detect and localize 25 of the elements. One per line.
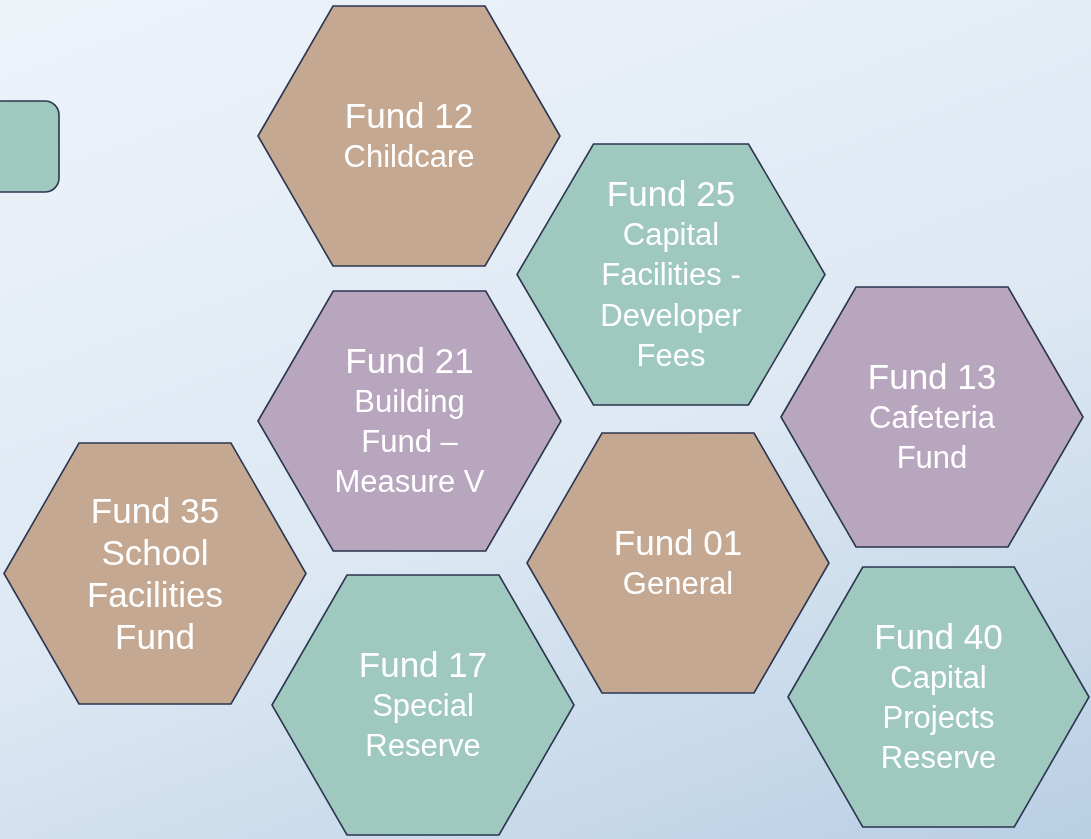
fund-number: Fund 25	[606, 172, 736, 215]
rounded-box	[0, 100, 60, 193]
hexagon-tile	[787, 566, 1090, 828]
fund-name: Childcare	[343, 137, 475, 176]
hexagon-tile	[780, 286, 1084, 548]
fund-number: Fund 01	[613, 521, 743, 564]
fund-name: Capital Facilities - Developer Fees	[599, 215, 743, 375]
fund-name: School Facilities Fund	[85, 531, 225, 658]
hexagon-tile	[257, 290, 562, 552]
hexagon-tile	[3, 442, 307, 705]
fund-name: General	[622, 564, 734, 603]
hexagon-tile	[271, 574, 575, 836]
hexagon-tile	[526, 432, 830, 694]
fund-name: Capital Projects Reserve	[879, 658, 998, 778]
fund-name: Building Fund – Measure V	[333, 382, 486, 502]
fund-name: Cafeteria Fund	[868, 398, 996, 477]
fund-number: Fund 17	[358, 643, 488, 686]
fund-number: Fund 12	[344, 94, 474, 137]
fund-number: Fund 21	[345, 339, 474, 382]
hexagon-tile	[257, 5, 561, 267]
fund-number: Fund 40	[874, 615, 1003, 658]
fund-number: Fund 35	[90, 489, 220, 532]
fund-number: Fund 13	[867, 355, 997, 398]
hexagon-tile	[516, 143, 826, 406]
fund-name: Special Reserve	[364, 686, 482, 765]
